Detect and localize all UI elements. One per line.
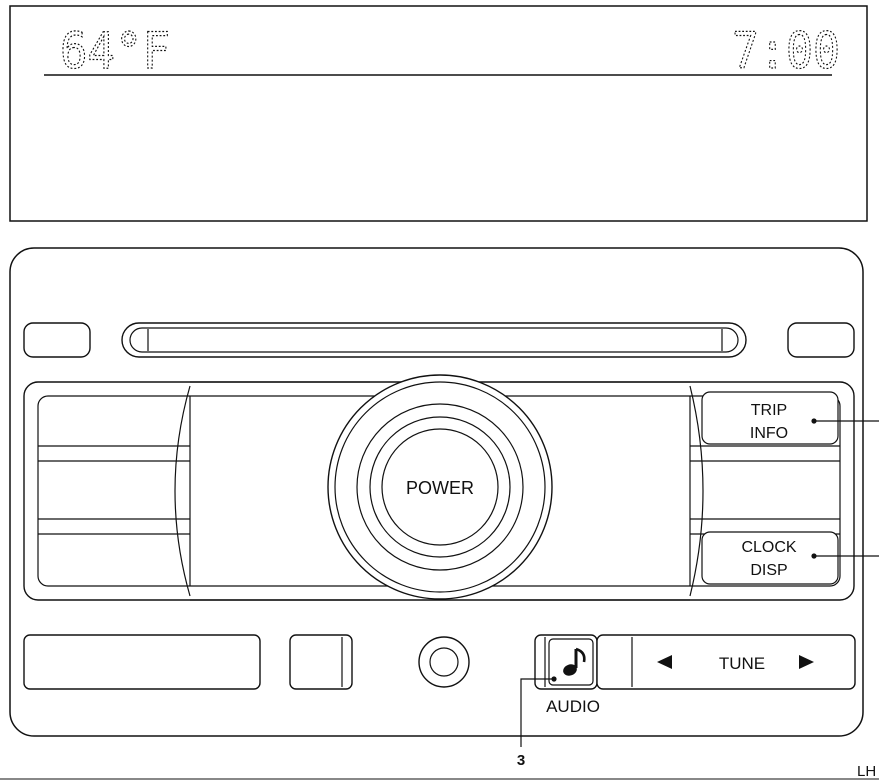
aux-jack[interactable] [418, 636, 470, 688]
top-left-button[interactable] [23, 322, 91, 358]
figure-code: LH [857, 763, 876, 780]
trip-info-label-line2: INFO [750, 425, 788, 442]
audio-label: AUDIO [546, 697, 600, 716]
trip-info-label-line1: TRIP [751, 402, 787, 419]
power-label: POWER [406, 478, 474, 498]
power-knob[interactable]: POWER [327, 374, 553, 600]
display-frame [9, 5, 868, 222]
temperature-readout: 64°F [60, 22, 170, 80]
callout-number-3: 3 [517, 752, 525, 769]
bottom-left-wide-button[interactable] [23, 634, 261, 690]
tune-label: TUNE [719, 654, 765, 673]
triangle-right-icon [799, 655, 814, 669]
triangle-left-icon [657, 655, 672, 669]
clock-disp-button[interactable] [701, 531, 839, 585]
clock-disp-label-line1: CLOCK [741, 539, 796, 556]
bottom-left-small-button[interactable] [289, 634, 353, 690]
audio-button[interactable] [534, 634, 598, 690]
cd-slot[interactable] [121, 322, 747, 358]
tune-rocker[interactable] [596, 634, 856, 690]
clock-readout: 7:00 [732, 22, 840, 80]
audio-callout: 3 [517, 676, 557, 769]
trip-info-button[interactable] [701, 391, 839, 445]
clock-disp-label-line2: DISP [750, 562, 787, 579]
top-right-button[interactable] [787, 322, 855, 358]
radio-unit: TRIP INFO CLOCK DISP POWER [9, 247, 879, 737]
left-preset-buttons[interactable] [38, 381, 370, 601]
music-note-icon [563, 647, 586, 676]
display-screen: 64°F 7:00 [9, 5, 868, 222]
